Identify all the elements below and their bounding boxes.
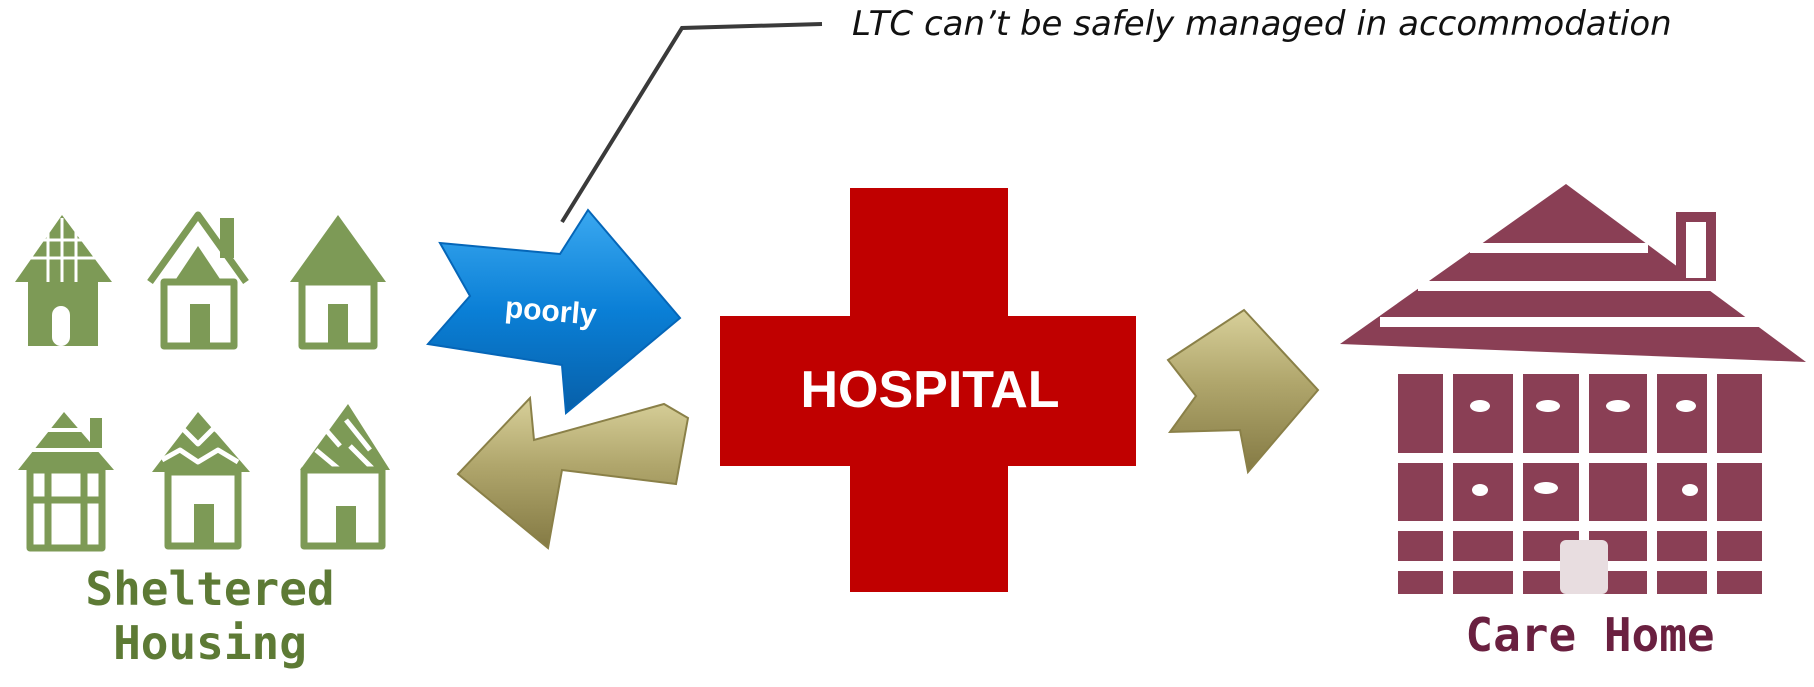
hospital-label: HOSPITAL	[800, 361, 1060, 419]
house-icon	[290, 215, 386, 350]
arrow-to-care-home	[1166, 308, 1320, 475]
house-icon	[300, 404, 390, 550]
house-icon	[147, 211, 249, 350]
arrow-to-hospital	[426, 208, 682, 415]
hospital-cross-icon	[720, 188, 1136, 592]
callout-text: LTC can’t be safely managed in accommoda…	[852, 4, 1672, 44]
house-icon	[18, 412, 114, 552]
arrow-to-sheltered	[456, 395, 690, 550]
callout-line	[560, 22, 823, 224]
sheltered-housing-houses	[15, 211, 390, 552]
care-home-label: Care Home	[1465, 608, 1715, 662]
sheltered-housing-line2: Housing	[113, 616, 307, 670]
care-home-icon	[1340, 184, 1806, 594]
house-icon	[15, 215, 112, 346]
sheltered-housing-line1: Sheltered	[85, 562, 335, 616]
sheltered-housing-label: Sheltered Housing	[60, 562, 360, 670]
house-icon	[152, 412, 250, 550]
